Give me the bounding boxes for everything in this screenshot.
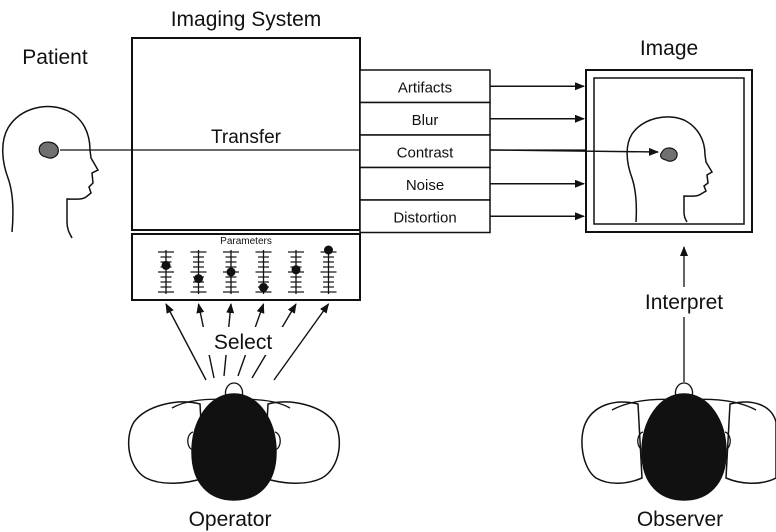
patient-label: Patient — [22, 46, 88, 69]
imaging-system-label: Imaging System — [171, 8, 322, 31]
parameter-slider-2 — [190, 250, 207, 294]
parameter-slider-1 — [158, 250, 174, 294]
factor-label-noise: Noise — [406, 177, 444, 194]
factor-box-noise — [359, 166, 491, 201]
select-label: Select — [214, 331, 273, 354]
interpret-label-bg — [626, 287, 742, 317]
parameter-slider-3 — [223, 250, 239, 294]
select-arrow-1 — [165, 303, 207, 381]
operator-figure-icon — [127, 382, 341, 501]
image-head-icon — [626, 116, 714, 223]
parameter-knob-5 — [291, 265, 301, 275]
parameters-label: Parameters — [220, 236, 272, 247]
observer-label: Observer — [637, 508, 723, 531]
factor-label-distortion: Distortion — [393, 209, 456, 226]
imaging-system-box — [131, 37, 361, 231]
observer-figure-icon — [581, 382, 776, 501]
parameter-knob-1 — [161, 260, 171, 270]
image-lesion — [660, 147, 678, 162]
contrast-to-lesion-arrow — [489, 147, 659, 156]
factor-label-blur: Blur — [412, 112, 439, 129]
interpret-label: Interpret — [645, 291, 723, 314]
parameter-knob-4 — [259, 282, 268, 292]
factor-box-contrast — [359, 134, 491, 169]
factor-label-contrast: Contrast — [397, 144, 455, 161]
parameter-sliders — [158, 245, 337, 294]
parameter-slider-5 — [288, 250, 304, 294]
parameter-knob-2 — [194, 274, 203, 284]
image-label: Image — [640, 37, 698, 60]
parameter-slider-4 — [255, 250, 272, 294]
transfer-label: Transfer — [211, 127, 282, 148]
parameter-knob-3 — [226, 267, 236, 277]
patient-lesion — [38, 141, 59, 159]
factor-box-distortion — [359, 199, 491, 234]
patient-head-icon — [2, 105, 100, 239]
operator-label: Operator — [189, 508, 272, 531]
parameter-slider-6 — [320, 245, 337, 294]
select-arrow-6 — [273, 303, 330, 381]
parameter-knob-6 — [324, 245, 333, 255]
select-label-bg — [202, 327, 284, 355]
factor-label-artifacts: Artifacts — [398, 79, 452, 96]
